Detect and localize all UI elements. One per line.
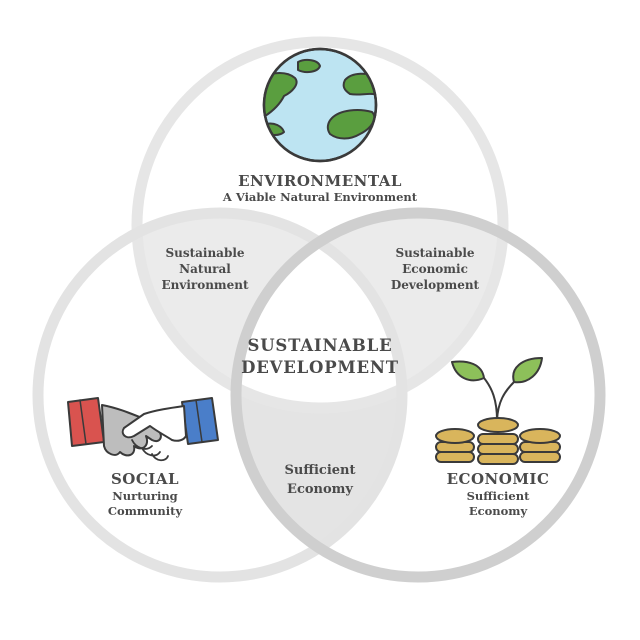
overlap-env-economic-line3: Development xyxy=(391,278,480,292)
economic-line2: Economy xyxy=(469,504,528,518)
environmental-title: ENVIRONMENTAL xyxy=(238,172,402,190)
social-title: SOCIAL xyxy=(111,470,179,488)
social-line2: Community xyxy=(108,504,183,518)
overlap-env-social-line3: Environment xyxy=(161,278,249,292)
handshake-icon xyxy=(67,397,219,462)
economic-line1: Sufficient xyxy=(467,489,531,503)
environmental-subtitle: A Viable Natural Environment xyxy=(222,190,418,204)
left-leaf-icon xyxy=(451,360,485,382)
globe-icon xyxy=(262,47,378,163)
overlap-env-economic-line1: Sustainable xyxy=(395,246,474,260)
overlap-fill-center xyxy=(236,213,402,408)
overlap-env-economic-line2: Economic xyxy=(402,262,468,276)
social-ring xyxy=(32,207,408,583)
economic-title: ECONOMIC xyxy=(447,470,550,488)
coins-sprout-icon xyxy=(435,357,561,465)
overlap-social-economic-line1: Sufficient xyxy=(284,463,355,478)
center-label-line1: SUSTAINABLE xyxy=(248,336,393,355)
overlap-env-social-line2: Natural xyxy=(179,262,231,276)
overlap-social-economic-line2: Economy xyxy=(287,482,353,497)
economic-ring xyxy=(230,207,606,583)
environmental-ring xyxy=(131,36,509,414)
right-leaf-icon xyxy=(512,357,543,384)
center-label-line2: DEVELOPMENT xyxy=(241,358,399,377)
social-line1: Nurturing xyxy=(112,489,177,503)
overlap-env-social-line1: Sustainable xyxy=(165,246,244,260)
